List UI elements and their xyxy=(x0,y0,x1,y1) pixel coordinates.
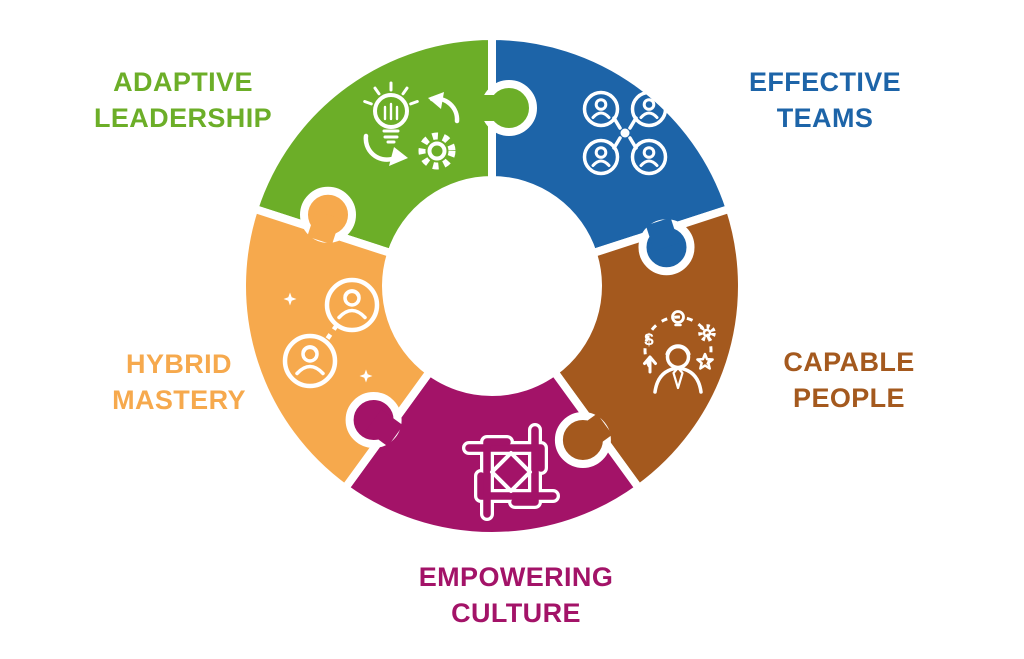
dollar-glyph: $ xyxy=(644,330,654,349)
sparkle-icon xyxy=(283,292,297,306)
people-network-icon xyxy=(582,90,668,176)
label-capable-people: CAPABLE PEOPLE xyxy=(783,347,915,413)
label-empowering-culture: EMPOWERING CULTURE xyxy=(418,562,614,628)
lightbulb-gear-cycle-icon xyxy=(363,81,460,170)
puzzle-knob-neck xyxy=(365,409,404,447)
puzzle-knobs xyxy=(300,80,695,468)
puzzle-knob-neck xyxy=(645,217,679,252)
segment-capable-people xyxy=(550,204,746,493)
sparkle-icon xyxy=(359,369,373,383)
puzzle-knob-neck xyxy=(575,413,613,451)
interlocked-hands-icon xyxy=(462,423,560,521)
person-skills-icon: $ xyxy=(643,310,716,394)
linked-people-icon xyxy=(282,277,380,389)
label-effective-teams: EFFECTIVE TEAMS xyxy=(748,67,902,133)
label-adaptive-leadership: ADAPTIVE LEADERSHIP xyxy=(93,67,273,133)
label-hybrid-mastery: HYBRID MASTERY xyxy=(112,349,246,415)
puzzle-knob-neck xyxy=(307,210,341,245)
